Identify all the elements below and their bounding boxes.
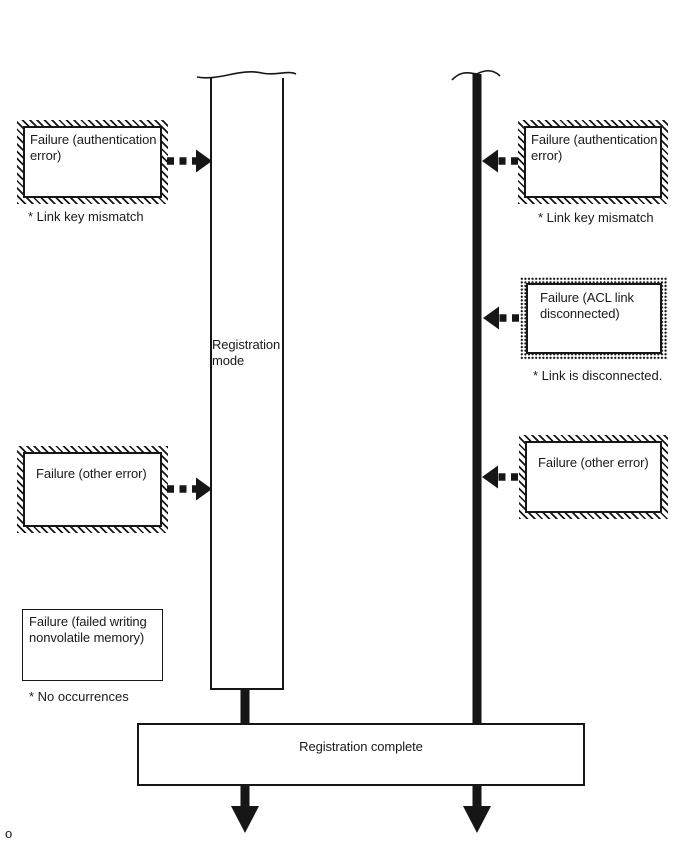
arrow-right-other-error-icon (482, 465, 518, 489)
failure-other-error-box-right: Failure (other error) (519, 435, 668, 519)
failure-nonvolatile-memory-label: Failure (failed writing nonvolatile memo… (29, 614, 147, 645)
arrow-right-auth-error-icon (482, 149, 518, 173)
failure-auth-error-label-right: Failure (authentication error) (524, 126, 662, 198)
arrow-left-other-error-icon (167, 477, 212, 501)
registration-complete-box: Registration complete (137, 723, 585, 786)
no-occurrences-note: * No occurrences (29, 689, 129, 704)
failure-auth-error-box-right: Failure (authentication error) (518, 120, 668, 204)
right-bottom-shaft (472, 786, 482, 808)
registration-mode-label: Registration mode (212, 337, 281, 368)
failure-nonvolatile-memory-box: Failure (failed writing nonvolatile memo… (22, 609, 163, 681)
registration-complete-label: Registration complete (299, 739, 423, 754)
failure-acl-link-label: Failure (ACL link disconnected) (526, 283, 662, 354)
link-key-mismatch-note-right: * Link key mismatch (538, 210, 654, 225)
right-lifeline (472, 74, 482, 723)
failure-auth-error-label-left: Failure (authentication error) (23, 126, 162, 198)
continuation-wave-left (196, 71, 297, 79)
failure-other-error-label-right: Failure (other error) (525, 441, 662, 513)
registration-mode-activation-bar (210, 78, 284, 690)
continuation-wave-right (451, 70, 501, 81)
left-bottom-arrowhead-icon (231, 806, 259, 833)
failure-auth-error-box-left: Failure (authentication error) (17, 120, 168, 204)
failure-acl-link-box: Failure (ACL link disconnected) (520, 277, 668, 360)
page-marker: o (5, 826, 13, 841)
left-bottom-shaft (240, 786, 250, 808)
link-key-mismatch-note-left: * Link key mismatch (28, 209, 144, 224)
arrow-left-auth-error-icon (167, 149, 212, 173)
left-exit-shaft (240, 688, 250, 723)
arrow-right-acl-link-icon (483, 306, 519, 330)
right-bottom-arrowhead-icon (463, 806, 491, 833)
failure-other-error-box-left: Failure (other error) (17, 446, 168, 533)
link-disconnected-note: * Link is disconnected. (533, 368, 663, 383)
failure-other-error-label-left: Failure (other error) (23, 452, 162, 527)
